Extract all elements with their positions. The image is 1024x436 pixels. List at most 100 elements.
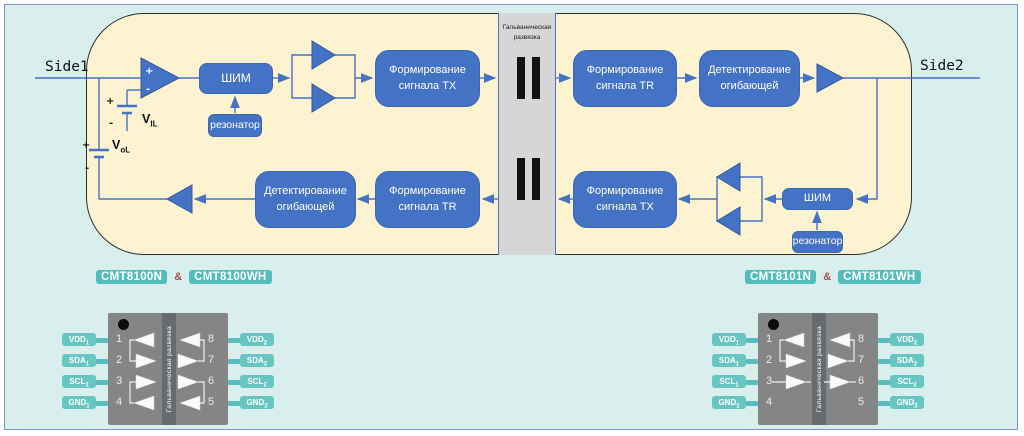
buffer-triangle: [311, 83, 336, 113]
pin-label-sda2: SDA2: [240, 354, 274, 368]
channel-arrow-right: [785, 374, 807, 390]
vol-symbol: V: [112, 138, 121, 152]
pin-label-sda2: SDA2: [890, 354, 924, 368]
pin-label-sda1: SDA1: [712, 354, 746, 368]
pin-stub: [228, 401, 240, 406]
chip-name-badge: CMT8100N: [96, 270, 168, 284]
channel-arrow-left: [133, 332, 155, 348]
vol-feedback-wire: [98, 78, 167, 200]
pin-label-vdd1: VDD1: [62, 333, 96, 347]
pin-label-scl1: SCL1: [712, 375, 746, 389]
block-envelope-detect-bottom: Детектирование огибающей: [255, 171, 356, 228]
channel-triangles: [783, 332, 851, 390]
block-resonator-side1: резонатор: [208, 114, 262, 137]
vol-subscript: oL: [120, 145, 131, 155]
pin-stub: [96, 359, 108, 364]
comparator-plus-sign: +: [145, 66, 153, 77]
pin-number: 1: [766, 333, 773, 345]
pin-label-gnd1: GND1: [712, 396, 746, 410]
channel-brackets: [129, 339, 205, 404]
pin-number: 3: [766, 375, 773, 387]
vil-label: VIL: [142, 112, 157, 129]
channel-arrow-left: [179, 395, 201, 411]
pin-number: 1: [116, 333, 123, 345]
block-tx-shaping-bottom: Формирование сигнала TX: [573, 171, 677, 228]
channel-arrow-right: [785, 353, 807, 369]
side2-label: Side2: [920, 58, 964, 74]
pin-label-scl2: SCL2: [890, 375, 924, 389]
pin-stub: [96, 401, 108, 406]
channel-arrow-right: [829, 374, 851, 390]
buffer-triangle: [716, 162, 741, 192]
vil-subscript: IL: [150, 119, 158, 129]
vol-minus-sign: -: [85, 163, 89, 174]
channel-arrow-right: [135, 353, 157, 369]
channel-arrow-right: [135, 374, 157, 390]
channel-triangles: [133, 332, 201, 411]
pin-number: 7: [208, 354, 215, 366]
chip-isolation-stripe: Гальваническая развязка: [162, 313, 176, 425]
pin-number: 8: [858, 333, 865, 345]
ampersand: &: [823, 271, 832, 283]
channel-arrow-left: [179, 332, 201, 348]
isolation-capacitors: [517, 57, 540, 200]
chip-package-left: Гальваническая развязка 1 2 3 4 8 7 6: [108, 313, 228, 425]
pin-label-scl2: SCL2: [240, 375, 274, 389]
battery-short-plate: [94, 111, 132, 159]
vol-plus-sign: +: [82, 140, 90, 151]
channel-arrow-right: [177, 353, 199, 369]
pin-number: 6: [858, 375, 865, 387]
pin-number: 2: [766, 354, 773, 366]
chip-name-badge: CMT8101N: [745, 270, 817, 284]
pin-number: 6: [208, 375, 215, 387]
comparator-minus-sign: -: [146, 84, 150, 95]
channel-arrow-left: [783, 332, 805, 348]
ampersand: &: [174, 271, 183, 283]
pin-stub: [746, 401, 758, 406]
block-tr-shaping-bottom: Формирование сигнала TR: [375, 171, 480, 228]
channel-brackets: [772, 339, 856, 383]
pin-stub: [746, 359, 758, 364]
buffer-loop-bottom-right: [716, 176, 763, 222]
block-resonator-side2: резонатор: [792, 231, 843, 253]
pin-stub: [96, 380, 108, 385]
chip-left-names: CMT8100N & CMT8100WH: [96, 268, 272, 286]
pin-number: 5: [208, 396, 215, 408]
pin-number: 5: [858, 396, 865, 408]
pin-label-vdd2: VDD2: [240, 333, 274, 347]
buffer-triangle: [816, 63, 845, 93]
isolation-barrier-label: Гальваническая развязка: [502, 24, 552, 42]
channel-arrow-right: [177, 374, 199, 390]
pin-stub: [228, 380, 240, 385]
block-tr-shaping-top: Формирование сигнала TR: [573, 50, 677, 107]
buffer-triangle: [716, 206, 741, 236]
chip-name-badge: CMT8100WH: [189, 270, 272, 284]
side2-branch-wire: [855, 78, 878, 204]
pin1-indicator-dot: [768, 319, 779, 330]
capacitor-plate: [517, 57, 525, 99]
block-pwm-side2: ШИМ: [782, 188, 853, 210]
amplifier-triangles: [140, 40, 845, 236]
galvanic-isolation-barrier: Гальваническая развязка: [498, 13, 556, 255]
pin-stub: [878, 401, 890, 406]
pin-label-vdd1: VDD1: [712, 333, 746, 347]
polarity-signs: + - + - + -: [82, 66, 153, 174]
channel-arrow-left: [829, 332, 851, 348]
pin-number: 4: [116, 396, 123, 408]
wire-lines: [35, 54, 980, 230]
pin-stub: [96, 338, 108, 343]
chip-channel-symbols: [129, 332, 205, 411]
pin-stub: [878, 380, 890, 385]
pin-label-vdd2: VDD2: [890, 333, 924, 347]
pin1-indicator-dot: [118, 319, 129, 330]
comparator-triangle: [140, 57, 181, 99]
capacitor-plate: [517, 158, 525, 200]
pin-number: 8: [208, 333, 215, 345]
block-pwm-side1: ШИМ: [199, 63, 273, 94]
vil-symbol: V: [142, 112, 151, 126]
pin-number: 2: [116, 354, 123, 366]
block-envelope-detect-top: Детектирование огибающей: [699, 50, 800, 107]
vil-plus-sign: +: [106, 96, 114, 107]
